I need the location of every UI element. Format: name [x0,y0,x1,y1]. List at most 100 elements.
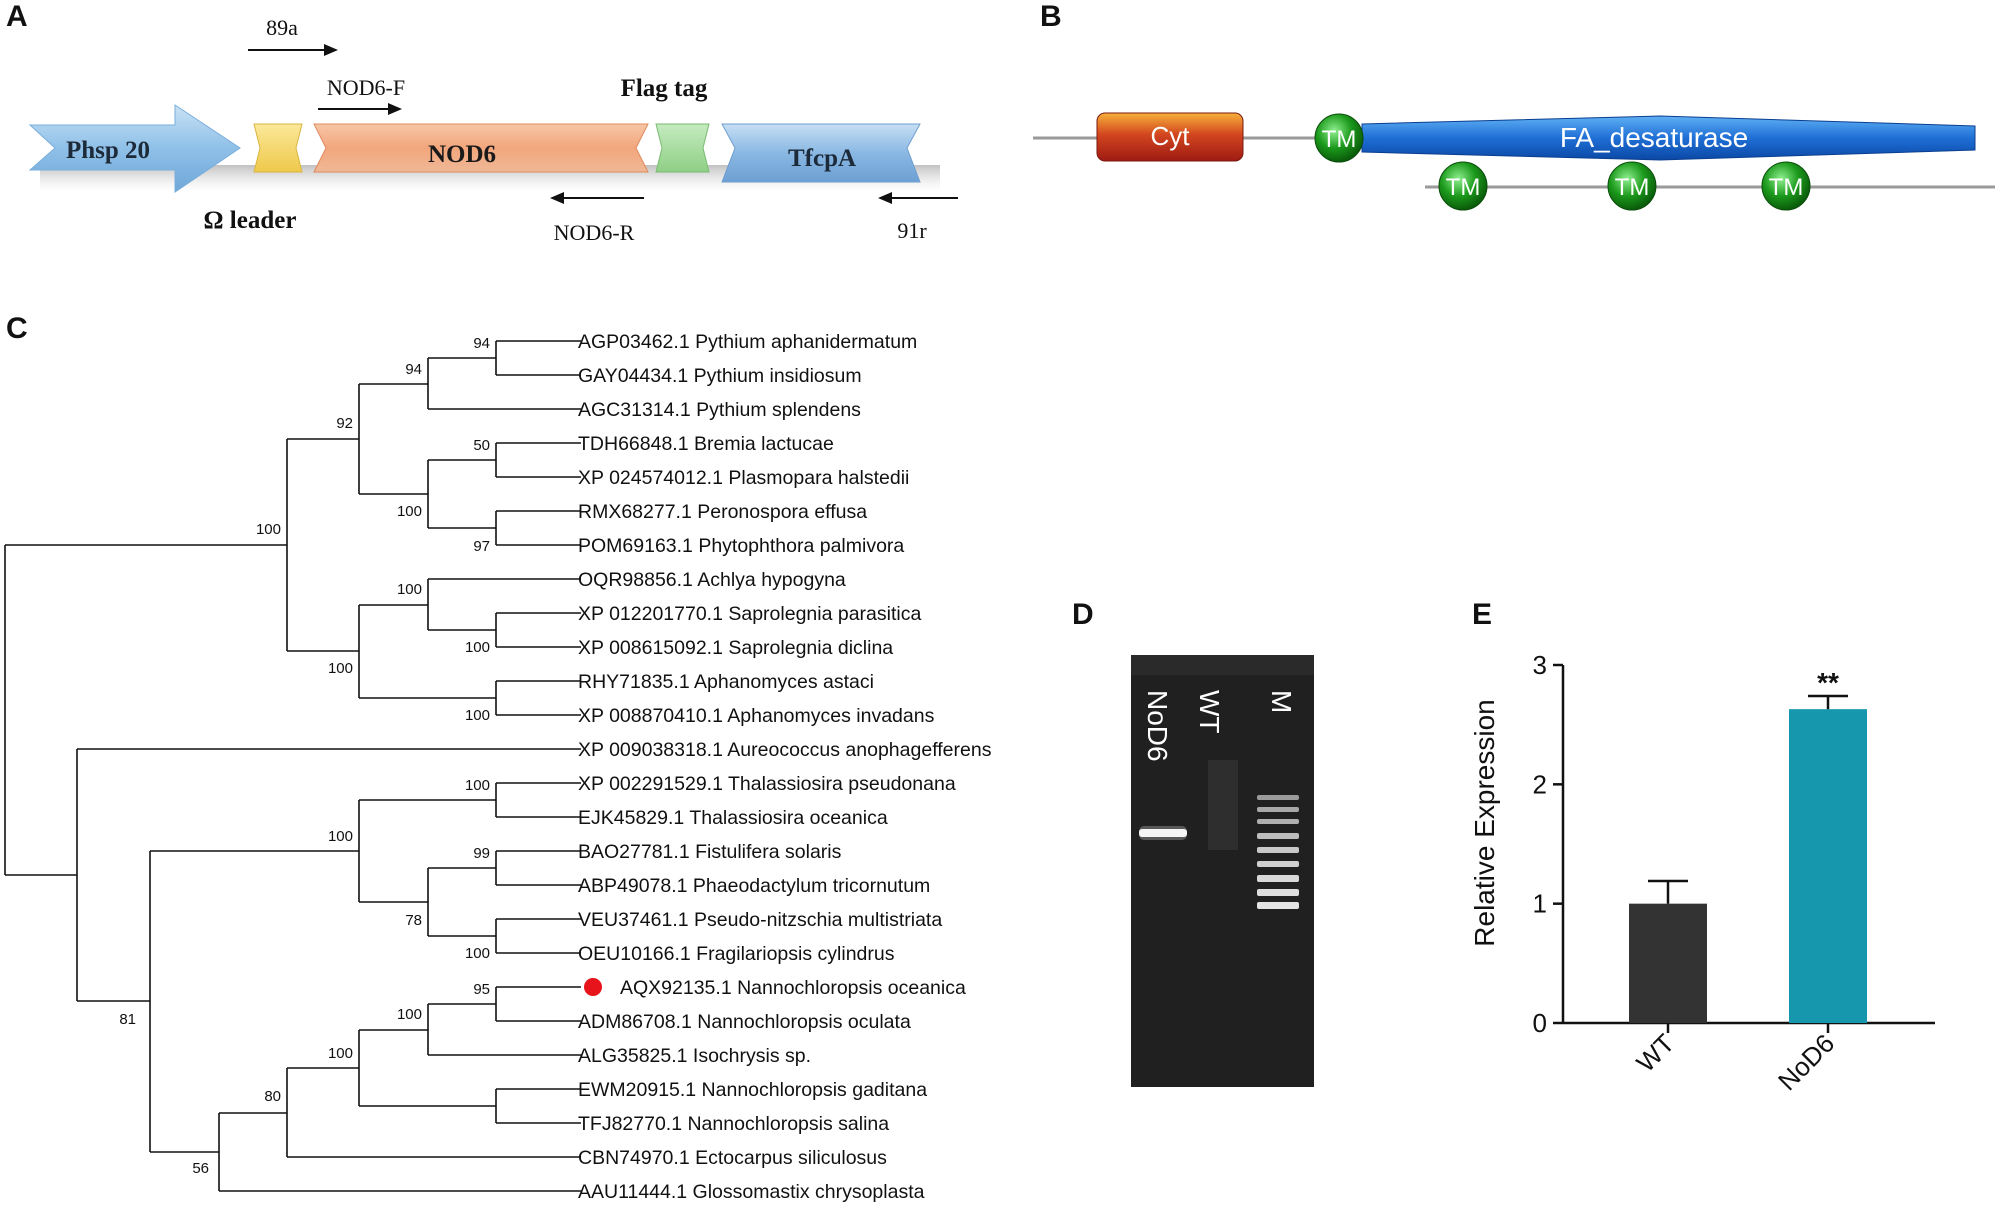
panel-letter-a: A [6,0,28,33]
taxon-label: GAY04434.1 Pythium insidiosum [578,365,862,387]
primer-nod6-f-label: NOD6-F [327,75,405,100]
taxon-label: XP 012201770.1 Saprolegnia parasitica [578,603,921,625]
primer-nod6-f: NOD6-F [318,75,405,115]
terminator-block [721,123,921,183]
gel-lane-label: NoD6 [1142,690,1173,762]
taxon-label: OQR98856.1 Achlya hypogyna [578,569,846,591]
primer-nod6-r-label: NOD6-R [554,220,635,245]
bootstrap-value: 100 [328,828,353,845]
chart-significance: ** [1817,667,1839,698]
bootstrap-values: 94 94 92 50 100 97 100 100 100 100 100 1… [119,335,490,1177]
promoter-arrow [28,104,241,193]
taxon-label: ABP49078.1 Phaeodactylum tricornutum [578,875,930,897]
taxon-label: ALG35825.1 Isochrysis sp. [578,1045,811,1067]
chart-x-tick-label: WT [1630,1028,1680,1078]
primer-89a: 89a [248,15,338,56]
bootstrap-value: 99 [473,845,490,862]
gel-ladder [1257,795,1299,909]
bootstrap-value: 100 [465,707,490,724]
tm-helix-3: TM [1607,161,1657,211]
tm-label-2: TM [1446,174,1481,201]
tm-label-1: TM [1322,126,1357,153]
bootstrap-value: 97 [473,538,490,555]
fa-desaturase-label: FA_desaturase [1560,122,1748,153]
promoter-label: Phsp 20 [66,137,150,164]
panel-letter-e: E [1472,598,1492,631]
panel-letter-b: B [1040,0,1062,33]
taxon-label: CBN74970.1 Ectocarpus siliculosus [578,1147,887,1169]
bootstrap-value: 94 [473,335,490,352]
cyt-domain [1096,112,1244,162]
taxon-label: RMX68277.1 Peronospora effusa [578,501,867,523]
taxon-label: VEU37461.1 Pseudo-nitzschia multistriata [578,909,942,931]
panel-b: B Cyt FA_desaturase TM TM TM TM [1033,0,1995,211]
taxon-label: POM69163.1 Phytophthora palmivora [578,535,904,557]
panel-d: D NoD6 WT M [1072,598,1314,1087]
tree-branches [4,340,581,1192]
leader-label: Ω leader [204,207,297,234]
taxon-label: ADM86708.1 Nannochloropsis oculata [578,1011,911,1033]
panel-letter-d: D [1072,598,1094,631]
tm-helix-4: TM [1761,161,1811,211]
panel-c: C [4,312,992,1203]
taxon-label: XP 008870410.1 Aphanomyces invadans [578,705,935,727]
leader-block [253,123,303,173]
bootstrap-value: 92 [336,415,353,432]
taxon-label: AGC31314.1 Pythium splendens [578,399,861,421]
primer-91r: 91r [878,192,958,243]
bootstrap-value: 100 [397,503,422,520]
taxon-label: XP 009038318.1 Aureococcus anophageffere… [578,739,992,761]
primer-nod6-r: NOD6-R [550,192,644,245]
primer-91r-label: 91r [897,218,927,243]
taxon-label: TDH66848.1 Bremia lactucae [578,433,834,455]
taxon-label: BAO27781.1 Fistulifera solaris [578,841,842,863]
tm-helix-1: TM [1314,113,1364,163]
bootstrap-value: 100 [397,1006,422,1023]
taxon-label: RHY71835.1 Aphanomyces astaci [578,671,874,693]
gel-band-nod6 [1139,829,1187,837]
primer-89a-label: 89a [266,15,298,40]
taxon-label-highlighted: AQX92135.1 Nannochloropsis oceanica [620,977,966,999]
bootstrap-value: 100 [328,660,353,677]
chart-y-tick-label: 1 [1533,889,1547,919]
gene-block [313,123,649,173]
taxon-label: OEU10166.1 Fragilariopsis cylindrus [578,943,895,965]
bootstrap-value: 100 [465,777,490,794]
taxon-label: AGP03462.1 Pythium aphanidermatum [578,331,917,353]
terminator-label: TfcpA [788,145,856,172]
bootstrap-value: 94 [405,361,422,378]
tag-block [655,123,710,173]
gel-image [1131,655,1314,1087]
taxon-label: XP 008615092.1 Saprolegnia diclina [578,637,893,659]
bootstrap-value: 80 [264,1088,281,1105]
tm-label-4: TM [1769,174,1804,201]
panel-a: A Phsp 20 Ω leader NOD6 Flag tag TfcpA 8… [6,0,958,245]
bootstrap-value: 100 [397,581,422,598]
bootstrap-value: 100 [328,1045,353,1062]
tag-label: Flag tag [621,75,708,102]
chart-bar [1629,903,1707,1023]
bootstrap-value: 95 [473,981,490,998]
highlight-marker [584,978,602,996]
panel-letter-c: C [6,312,28,345]
bootstrap-value: 100 [465,945,490,962]
taxon-label: XP 024574012.1 Plasmopara halstedii [578,467,909,489]
chart-y-tick-label: 3 [1533,650,1547,680]
gel-lane-label: M [1266,690,1297,713]
bootstrap-value: 100 [465,639,490,656]
chart-y-tick-label: 2 [1533,769,1547,799]
bootstrap-value: 78 [405,912,422,929]
bootstrap-value: 50 [473,437,490,454]
tm-helix-2: TM [1438,161,1488,211]
taxa-labels: AGP03462.1 Pythium aphanidermatumGAY0443… [578,331,992,1203]
taxon-label: XP 002291529.1 Thalassiosira pseudonana [578,773,956,795]
taxon-label: EJK45829.1 Thalassiosira oceanica [578,807,888,829]
tm-label-3: TM [1615,174,1650,201]
gel-lane-label: WT [1194,690,1225,734]
fa-desaturase-domain [1361,115,1976,161]
bootstrap-value: 81 [119,1011,136,1028]
